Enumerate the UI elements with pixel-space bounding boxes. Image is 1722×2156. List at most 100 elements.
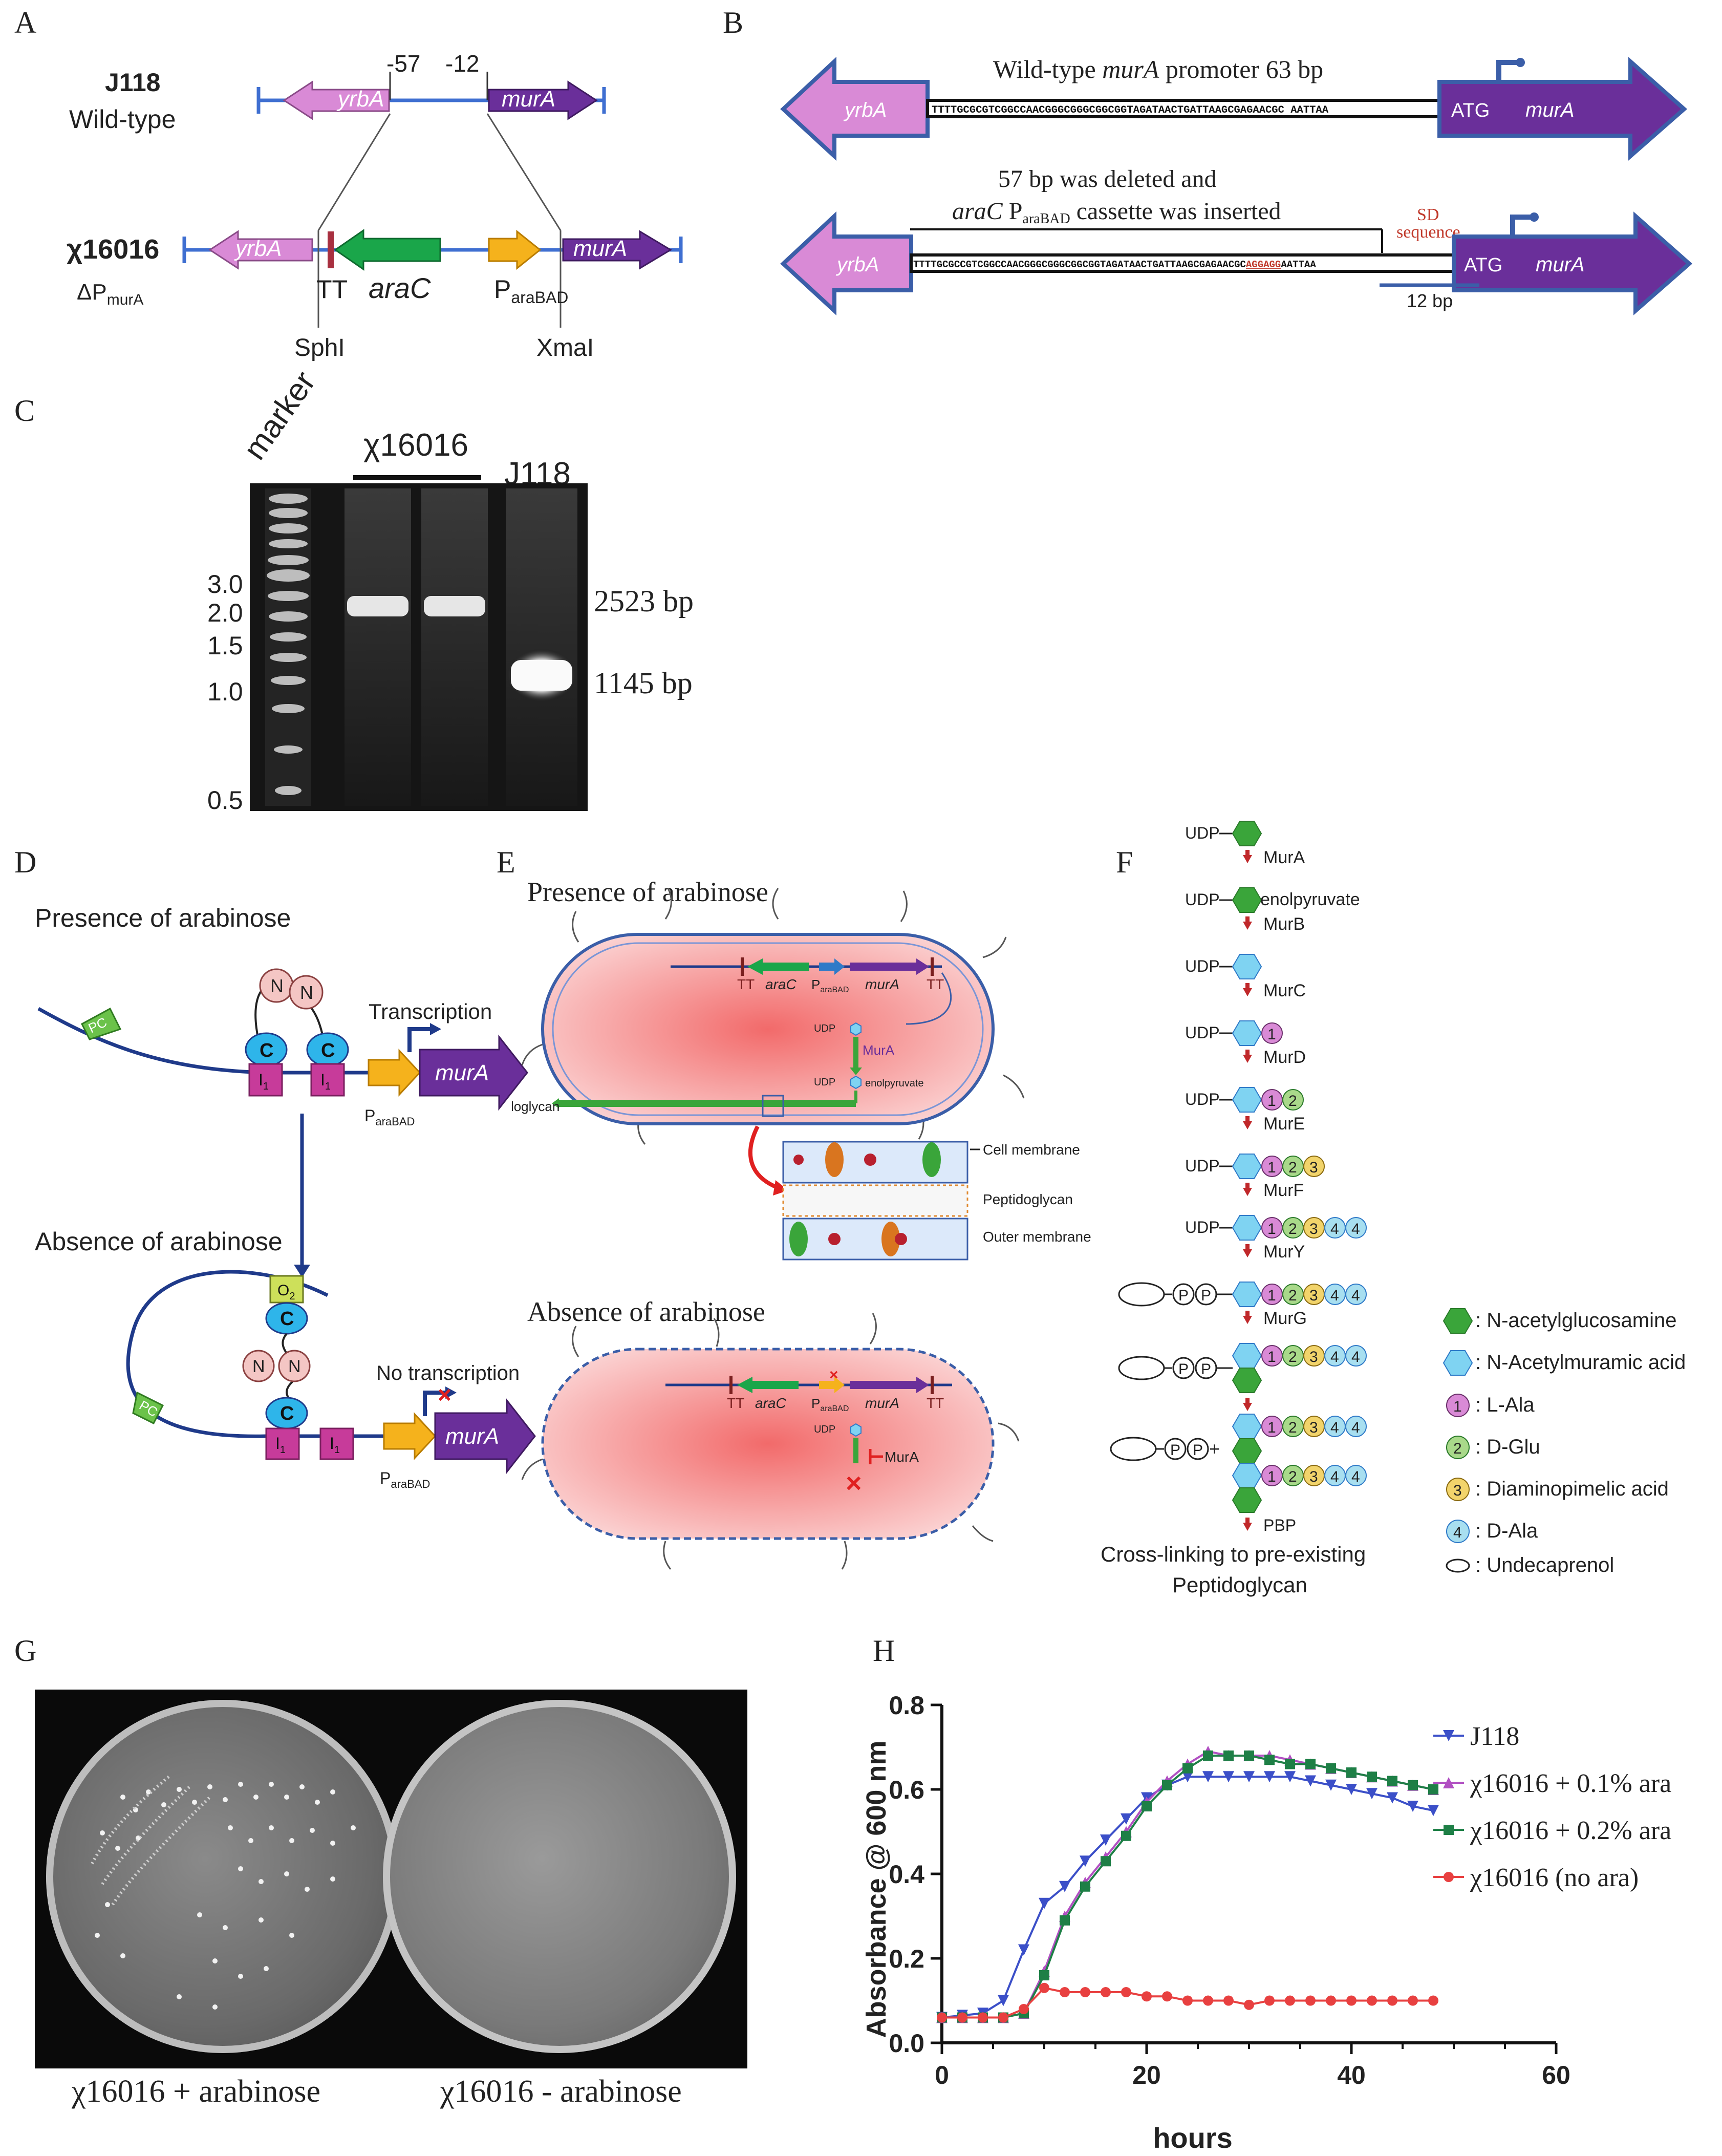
b-mut-mura: murA [1536,253,1585,276]
f-l2-c5: 4 [1351,1349,1360,1365]
f-p2-c5: 4 [1351,1468,1360,1485]
f-pbp: PBP [1263,1516,1296,1534]
ladder-2-0: 2.0 [207,599,243,627]
e-arac-top: araC [765,976,797,992]
data-point [1080,1855,1091,1867]
f-l2-c4: 4 [1330,1349,1339,1365]
colonies [91,1775,356,2010]
d-i1-top-2: I1 [320,1071,331,1092]
f-udp-6: UDP [1185,1218,1220,1236]
data-point [1223,1771,1234,1783]
panel-a-construct-diagram: yrbA murA -57 -12 J118 Wild-type yrbA mu… [67,50,683,361]
b-12bp: 12 bp [1407,290,1453,311]
data-point [1305,1995,1316,2006]
d-n-top-2: N [300,982,313,1003]
data-point [1059,1881,1070,1892]
f-p-1a: P [1178,1287,1189,1304]
e-para-top: ParaBAD [811,977,849,994]
f-enzyme-mury: MurY [1263,1242,1305,1262]
f-legend-c3: 3 [1453,1482,1462,1499]
b-mut-yrba-label: yrbA [835,253,879,276]
band-1145-label: 1145 bp [594,666,693,700]
band-2523-label: 2523 bp [594,584,694,618]
y-tick-label: 0.6 [889,1776,924,1804]
legend-label: χ16016 + 0.1% ara [1470,1769,1671,1798]
f-udp-5: UDP [1185,1157,1220,1175]
data-point [1444,1872,1454,1882]
e-cell-top [541,933,995,1125]
f-pathway-steps: UDP MurA UDP enolpyruvate MurB UDP MurC … [1101,821,1367,1597]
f-legend-dala: : D-Ala [1475,1520,1538,1542]
mut-mura-arrow [562,230,672,270]
b-mut-mura-arrow [1452,211,1693,315]
e-tt-3: TT [727,1395,744,1411]
d-c-bottom-2: C [280,1403,294,1424]
d-o2: O2 [277,1282,295,1302]
e-cell-membrane: Cell membrane [983,1142,1080,1158]
f-s7-c3: 3 [1309,1287,1318,1304]
e-mura-bottom: murA [865,1395,899,1411]
para-arrow [488,229,542,270]
chart-series [936,1745,1439,2023]
e-presence-label: Presence of arabinose [527,877,768,907]
panel-label-a: A [14,6,37,39]
b-deleted-line2: araC ParaBAD cassette was inserted [952,198,1281,227]
mut-mura-label: murA [573,236,627,261]
ladder-1-0: 1.0 [207,677,243,706]
data-point [1408,1995,1418,2006]
f-p2-c3: 3 [1309,1468,1318,1485]
f-p-2a: P [1178,1361,1189,1378]
data-point [1326,1995,1336,2006]
data-point [1443,1777,1454,1788]
data-point [1264,1771,1275,1783]
panel-label-c: C [14,394,35,428]
legend-label: χ16016 (no ara) [1470,1863,1639,1892]
panel-f-pathway: UDP MurA UDP enolpyruvate MurB UDP MurC … [1101,821,1686,1597]
e-mura-inhibited: MurA [885,1449,919,1465]
f-udp-3: UDP [1185,1023,1220,1042]
f-s4-c1: 1 [1267,1093,1276,1109]
b-deleted-line1: 57 bp was deleted and [998,165,1217,193]
f-p-2b: P [1201,1361,1211,1378]
f-p1-c1: 1 [1267,1419,1276,1436]
f-s6-c5: 4 [1351,1221,1360,1237]
f-p-1b: P [1201,1287,1211,1304]
d-absence-label: Absence of arabinose [35,1227,283,1256]
data-point [1202,1771,1214,1783]
y-tick-label: 0.8 [889,1691,924,1720]
f-legend-dglu: : D-Glu [1475,1436,1540,1458]
data-point [1142,1801,1152,1811]
data-point [1305,1775,1316,1787]
lane-mut-label: χ16016 [363,428,468,463]
x-tick-label: 60 [1542,2061,1570,2089]
f-p2-c2: 2 [1288,1468,1297,1485]
data-point [1162,1991,1172,2002]
pos-12-label: -12 [445,50,479,77]
d-n-bottom-2: N [288,1357,301,1376]
x-tick-label: 0 [935,2061,949,2089]
data-point [937,2012,947,2023]
panel-label-b: B [723,6,744,39]
f-s6-c2: 2 [1288,1221,1297,1237]
b-sd-line1: SD [1417,205,1439,224]
ladder-0-5: 0.5 [207,786,243,815]
f-s7-c4: 4 [1330,1287,1339,1304]
f-legend-glcnac: : N-acetylglucosamine [1475,1309,1677,1332]
data-point [1346,1784,1357,1795]
arac-arrow [334,229,441,271]
f-s5-c1: 1 [1267,1159,1276,1176]
d-mura-bottom: murA [445,1424,499,1449]
f-s3-c1: 1 [1267,1026,1276,1043]
e-mura-enzyme: MurA [863,1042,895,1058]
f-s6-c3: 3 [1309,1221,1318,1237]
f-p1-c3: 3 [1309,1419,1318,1436]
data-point [978,2012,988,2023]
para-label: ParaBAD [494,275,568,307]
data-point [1121,1987,1131,1997]
data-point [1039,1897,1050,1909]
series-0 [936,1771,1439,2023]
data-point [1203,1751,1213,1761]
panel-g-plates-photo [35,1690,747,2068]
gel-image [250,483,588,811]
